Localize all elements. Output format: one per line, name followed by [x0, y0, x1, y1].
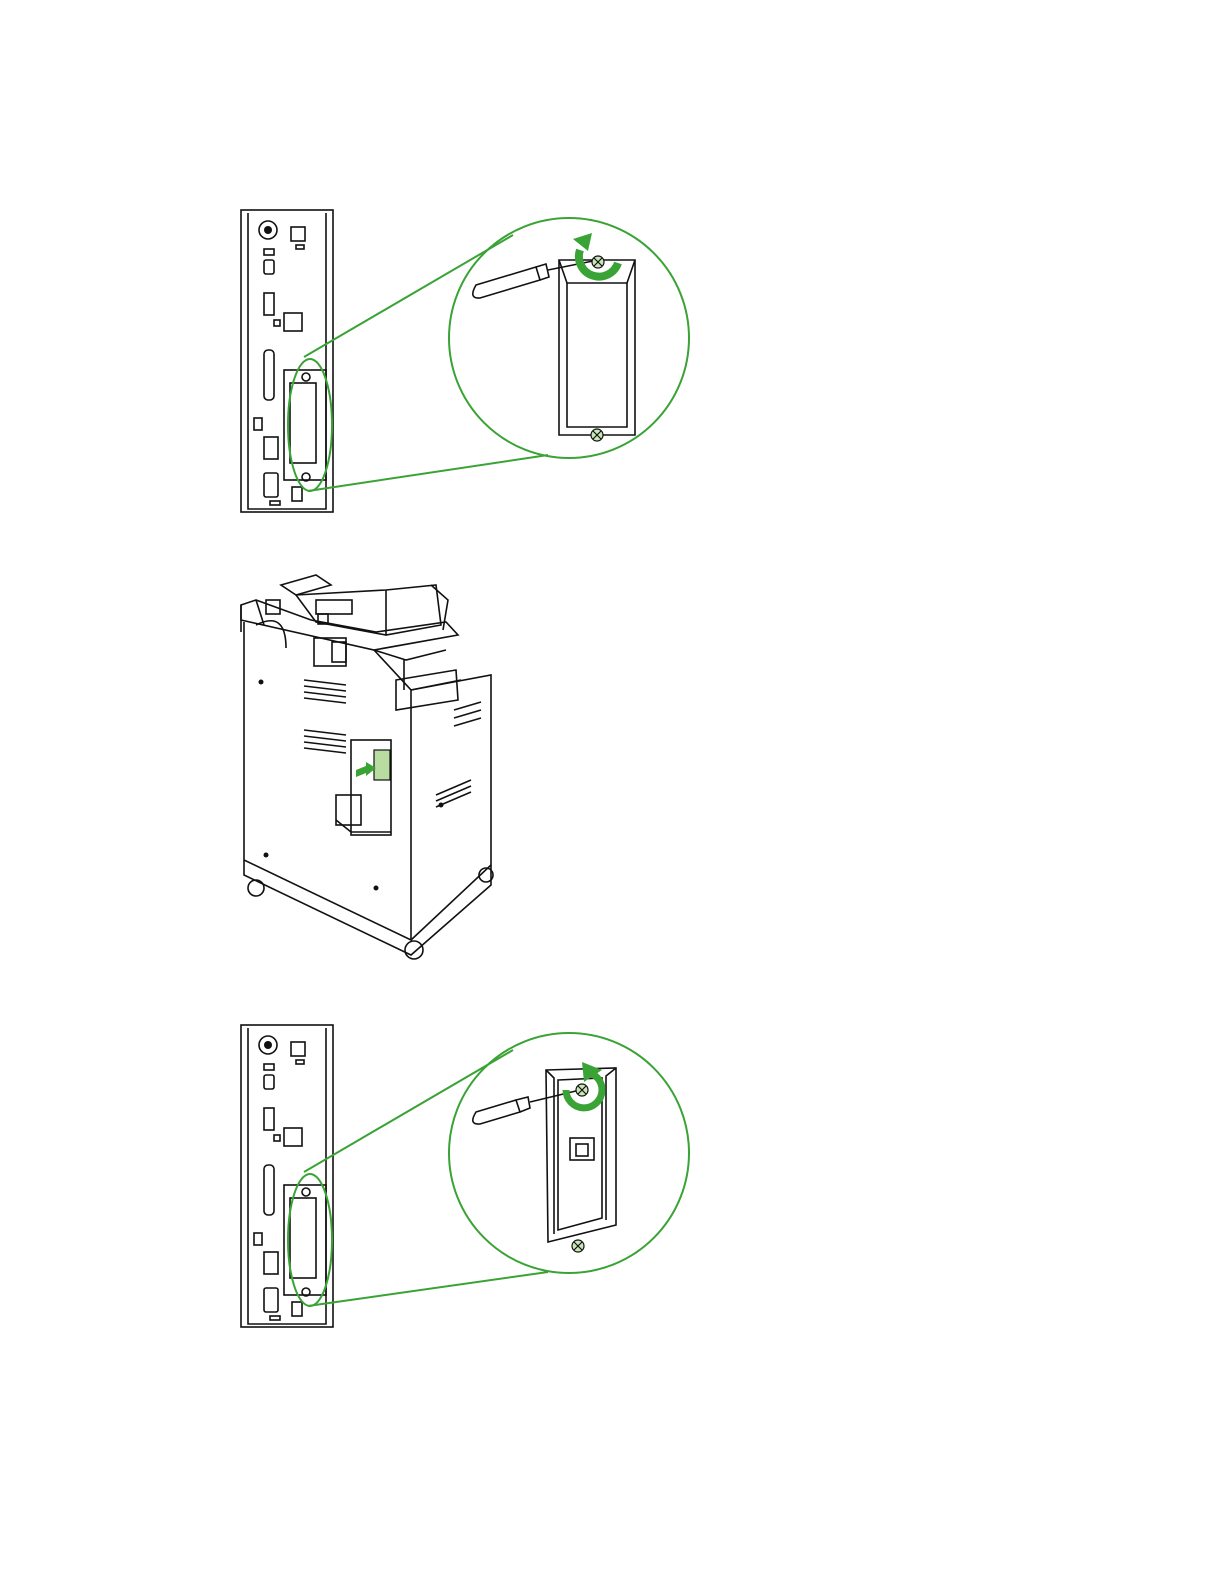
figure-insert-card	[236, 570, 506, 970]
eio-cover-plate	[559, 260, 635, 435]
caster-wheel	[248, 880, 264, 896]
rotate-counterclockwise-icon	[573, 233, 618, 277]
figure-remove-eio-cover	[236, 205, 706, 525]
callout-line-bottom	[308, 1272, 548, 1306]
top-screw-icon	[576, 1084, 588, 1096]
bottom-screw-icon	[572, 1240, 584, 1252]
printer-rear-illustration	[236, 570, 506, 970]
figure-tighten-card	[236, 1020, 706, 1340]
bottom-screw-icon	[591, 429, 603, 441]
formatter-panel	[241, 1025, 333, 1327]
callout-line-top	[304, 235, 513, 357]
vent-grille	[304, 680, 481, 807]
top-screw-icon	[592, 256, 604, 268]
caster-wheel	[405, 941, 423, 959]
insert-arrow-icon	[356, 762, 376, 777]
printer-body	[241, 575, 493, 959]
card-tighten-illustration	[236, 1020, 706, 1340]
zoom-circle	[449, 218, 689, 458]
callout-line-bottom	[308, 455, 548, 491]
formatter-panel	[241, 210, 333, 512]
eio-card	[374, 750, 390, 780]
eio-cover-removal-illustration	[236, 205, 706, 525]
